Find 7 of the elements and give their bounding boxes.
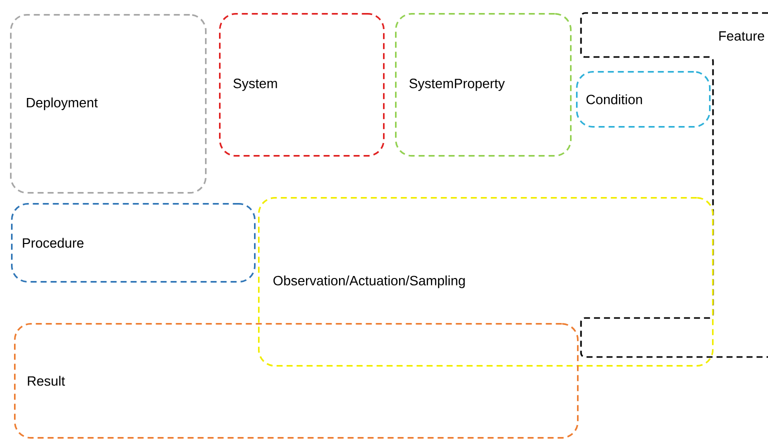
dashed-box: Result bbox=[14, 323, 579, 439]
dashed-box: Deployment bbox=[10, 14, 207, 194]
dashed-box: System bbox=[219, 13, 385, 157]
dashed-box: Condition bbox=[576, 71, 711, 128]
dashed-box: Observation/Actuation/Sampling bbox=[258, 197, 714, 367]
dashed-box: SystemProperty bbox=[395, 13, 572, 157]
dashed-box: Procedure bbox=[11, 203, 256, 283]
